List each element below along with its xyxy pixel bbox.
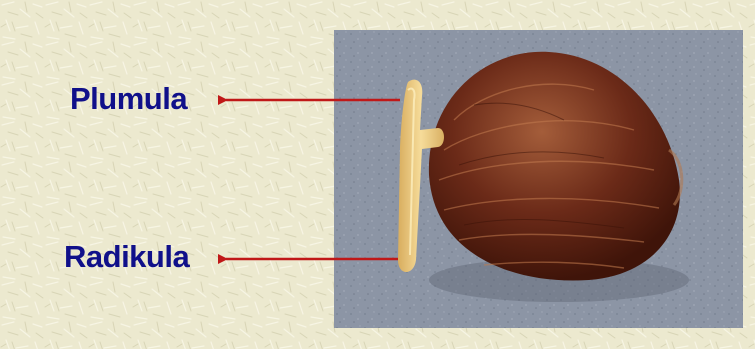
radikula-label: Radikula xyxy=(64,241,189,272)
plumula-label: Plumula xyxy=(70,83,187,114)
